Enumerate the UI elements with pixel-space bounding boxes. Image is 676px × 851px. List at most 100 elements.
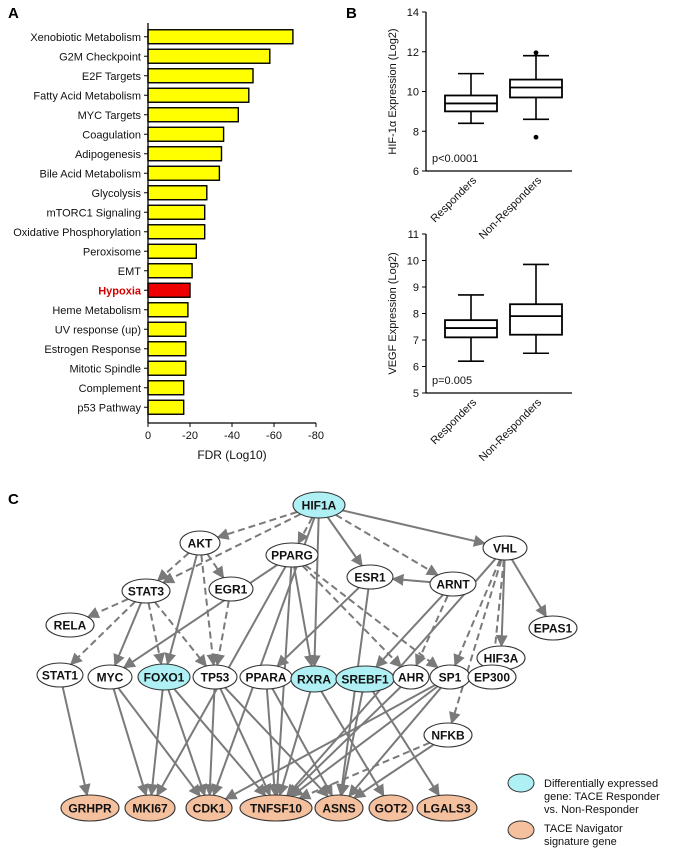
category-label-2-0: Responders: [429, 396, 480, 447]
edge-hif1a-arnt: [335, 514, 439, 576]
node-esr1: [346, 564, 394, 590]
bar-label-8: Glycolysis: [91, 188, 141, 200]
node-cdk1: [185, 794, 233, 822]
edge-akt-egr1: [206, 553, 225, 579]
node-epas1: [528, 615, 578, 641]
legend-swatch-1: [507, 820, 535, 840]
y-axis-label-2: VEGF Expression (Log2): [387, 252, 399, 374]
legend-text-0-2: gene: TACE Responder: [544, 791, 660, 803]
edge-sp1-asns: [348, 687, 442, 798]
bar-9: [147, 204, 206, 220]
node-label-ppara: PPARA: [245, 671, 286, 685]
bar-label-9: mTORC1 Signaling: [46, 207, 141, 219]
bar-label-13: Hypoxia: [98, 285, 142, 297]
edge-esr1-ppara: [276, 586, 360, 668]
edge-stat3-foxo1: [147, 602, 165, 666]
edge-hif1a-stat3: [161, 513, 302, 584]
node-egr1: [208, 576, 254, 602]
node-label-grhpr: GRHPR: [68, 802, 112, 816]
bar-label-18: Complement: [79, 383, 141, 395]
legend-swatch-0: [507, 773, 535, 793]
node-lgals3: [416, 794, 478, 822]
node-label-hif3a: HIF3A: [484, 652, 519, 666]
node-label-esr1: ESR1: [354, 571, 386, 585]
y-axis-label-1: HIF-1α Expression (Log2): [387, 28, 399, 154]
edge-hif1a-akt: [216, 511, 298, 540]
node-asns: [314, 794, 364, 822]
bar-label-1: G2M Checkpoint: [59, 51, 141, 63]
node-akt: [179, 530, 221, 556]
node-label-ep300: EP300: [474, 671, 510, 685]
bar-label-6: Adipogenesis: [75, 149, 142, 161]
legend-text-0-3: vs. Non-Responder: [544, 804, 639, 816]
y-tick-label-2-5: 10: [407, 256, 419, 268]
y-tick-label-2-6: 11: [408, 229, 419, 241]
bar-13: [147, 282, 191, 298]
x-tick-label-4: -80: [308, 430, 324, 442]
node-myc: [87, 664, 133, 690]
bar-2: [147, 68, 254, 84]
box-2-1: [509, 303, 563, 336]
y-tick-label-2-3: 8: [413, 309, 419, 321]
y-tick-label-1-2: 10: [407, 87, 419, 99]
edge-rxra-tnfsf10: [277, 691, 312, 797]
p-value-2: p=0.005: [432, 375, 472, 387]
edge-stat1-grhpr: [61, 686, 91, 797]
edge-hif1a-esr1: [326, 516, 363, 567]
bar-8: [147, 185, 208, 201]
bar-11: [147, 243, 197, 259]
box-1-1: [509, 78, 563, 99]
bar-label-11: Peroxisome: [83, 246, 141, 258]
node-grhpr: [60, 794, 120, 822]
node-rela: [45, 612, 95, 638]
edge-akt-foxo1: [164, 554, 198, 666]
bar-label-14: Heme Metabolism: [52, 305, 141, 317]
bar-label-17: Mitotic Spindle: [69, 363, 141, 375]
edge-srebf1-lgals3: [372, 690, 440, 797]
bar-label-5: Coagulation: [82, 129, 141, 141]
edge-myc-mki67: [112, 688, 149, 797]
y-tick-label-1-4: 14: [407, 7, 419, 19]
bar-12: [147, 263, 193, 279]
node-label-epas1: EPAS1: [534, 622, 573, 636]
p-value-1: p<0.0001: [432, 153, 478, 165]
bar-label-16: Estrogen Response: [44, 344, 141, 356]
edge-foxo1-mki67: [146, 689, 164, 797]
outlier-1-1-1: [533, 134, 539, 140]
edge-nfkb-tnfsf10: [298, 741, 431, 800]
node-label-stat1: STAT1: [42, 669, 79, 683]
edge-pparg-myc: [122, 564, 278, 669]
edge-tp53-asns: [224, 686, 329, 798]
bar-10: [147, 224, 206, 240]
legend-text-1-1: TACE Navigator: [544, 823, 623, 835]
node-label-ahr: AHR: [398, 671, 424, 685]
legend-text-1-2: signature gene: [544, 836, 617, 848]
node-mki67: [124, 794, 176, 822]
edge-akt-stat3: [156, 552, 190, 582]
node-stat1: [36, 662, 84, 688]
node-tp53: [192, 664, 238, 690]
edge-foxo1-tnfsf10: [173, 688, 267, 797]
edge-stat3-tp53: [154, 601, 207, 667]
bar-label-2: E2F Targets: [82, 71, 142, 83]
edge-pparg-sp1: [304, 564, 439, 669]
panel-label-b: B: [346, 5, 357, 22]
node-label-tnfsf10: TNFSF10: [250, 802, 302, 816]
edge-arnt-esr1: [391, 573, 431, 586]
y-tick-label-1-3: 12: [407, 47, 419, 59]
node-label-sp1: SP1: [439, 671, 462, 685]
edge-hif1a-vhl: [342, 509, 486, 547]
edge-akt-tp53: [200, 554, 219, 667]
node-stat3: [121, 578, 171, 604]
node-label-srebf1: SREBF1: [341, 673, 389, 687]
edge-hif1a-rxra: [308, 517, 321, 668]
edge-foxo1-cdk1: [167, 689, 207, 797]
node-vhl: [482, 535, 528, 561]
y-tick-label-2-4: 9: [413, 282, 419, 294]
